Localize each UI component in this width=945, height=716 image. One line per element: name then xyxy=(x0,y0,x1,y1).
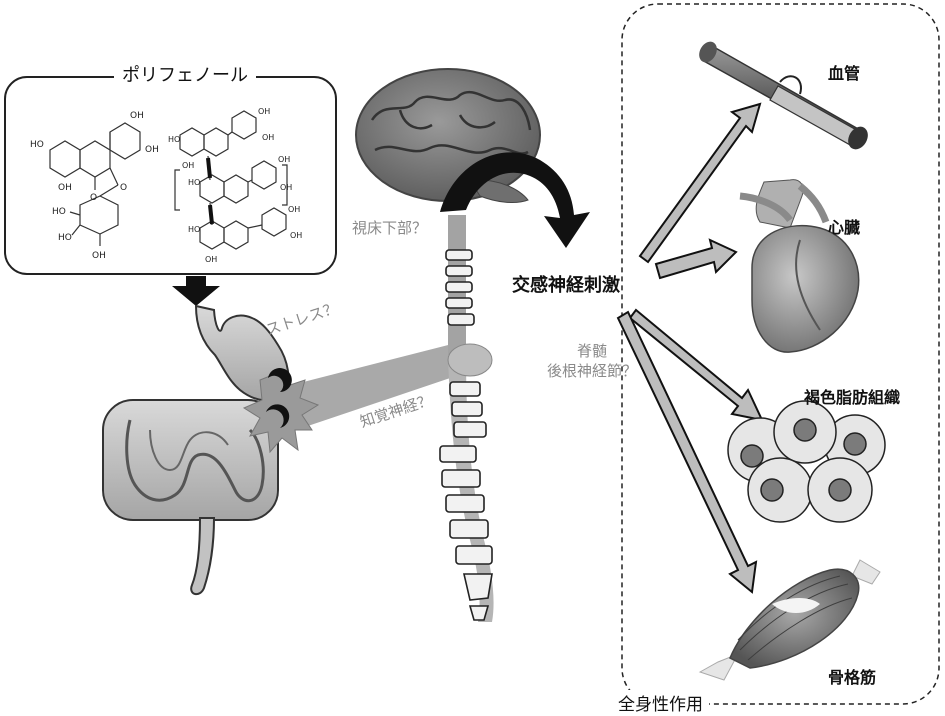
heart-illustration xyxy=(740,180,859,352)
hypothalamus-label: 視床下部？ xyxy=(352,217,427,238)
polyphenol-title: ポリフェノール xyxy=(114,61,256,87)
svg-text:HO: HO xyxy=(168,135,180,144)
svg-text:HO: HO xyxy=(52,207,66,217)
svg-text:OH: OH xyxy=(280,183,292,192)
blood-vessel-label: 血管 xyxy=(828,60,860,84)
svg-text:HO: HO xyxy=(188,178,200,187)
svg-text:OH: OH xyxy=(258,107,270,116)
brown-fat-cells xyxy=(728,401,885,522)
spinal-cord-text: 脊髄 xyxy=(547,341,637,361)
vertebrae xyxy=(440,250,492,620)
svg-text:OH: OH xyxy=(145,145,159,155)
svg-text:OH: OH xyxy=(278,155,290,164)
arrow-to-vessel xyxy=(640,104,760,262)
svg-text:HO: HO xyxy=(30,140,44,150)
arrow-to-heart xyxy=(656,240,736,278)
brown-fat-label: 褐色脂肪組織 xyxy=(804,384,900,408)
skeletal-muscle-illustration xyxy=(700,560,880,680)
skeletal-muscle-label: 骨格筋 xyxy=(828,664,876,688)
systemic-effects-label: 全身性作用 xyxy=(612,690,709,715)
digestive-tract xyxy=(103,306,289,594)
polyphenol-box xyxy=(5,77,336,274)
svg-text:OH: OH xyxy=(58,183,72,193)
svg-text:OH: OH xyxy=(205,255,217,264)
sympathetic-stimulation-label: 交感神経刺激 xyxy=(512,271,620,297)
spinal-ganglion-label: 脊髄 後根神経節？ xyxy=(547,341,637,381)
svg-text:OH: OH xyxy=(130,111,144,121)
dorsal-root-ganglion xyxy=(448,344,492,376)
brain-illustration xyxy=(356,69,540,203)
heart-label: 心臓 xyxy=(828,214,860,238)
svg-text:HO: HO xyxy=(188,225,200,234)
svg-text:O: O xyxy=(120,183,127,193)
blood-vessel-illustration xyxy=(696,38,872,152)
svg-text:OH: OH xyxy=(290,231,302,240)
svg-text:OH: OH xyxy=(262,133,274,142)
effect-arrows xyxy=(618,104,762,592)
svg-text:OH: OH xyxy=(182,161,194,170)
svg-text:HO: HO xyxy=(58,233,72,243)
svg-text:OH: OH xyxy=(288,205,300,214)
svg-text:OH: OH xyxy=(92,251,106,261)
dorsal-root-ganglion-text: 後根神経節？ xyxy=(547,361,637,381)
svg-text:O: O xyxy=(90,193,97,203)
polyphenol-down-arrow xyxy=(172,276,220,306)
